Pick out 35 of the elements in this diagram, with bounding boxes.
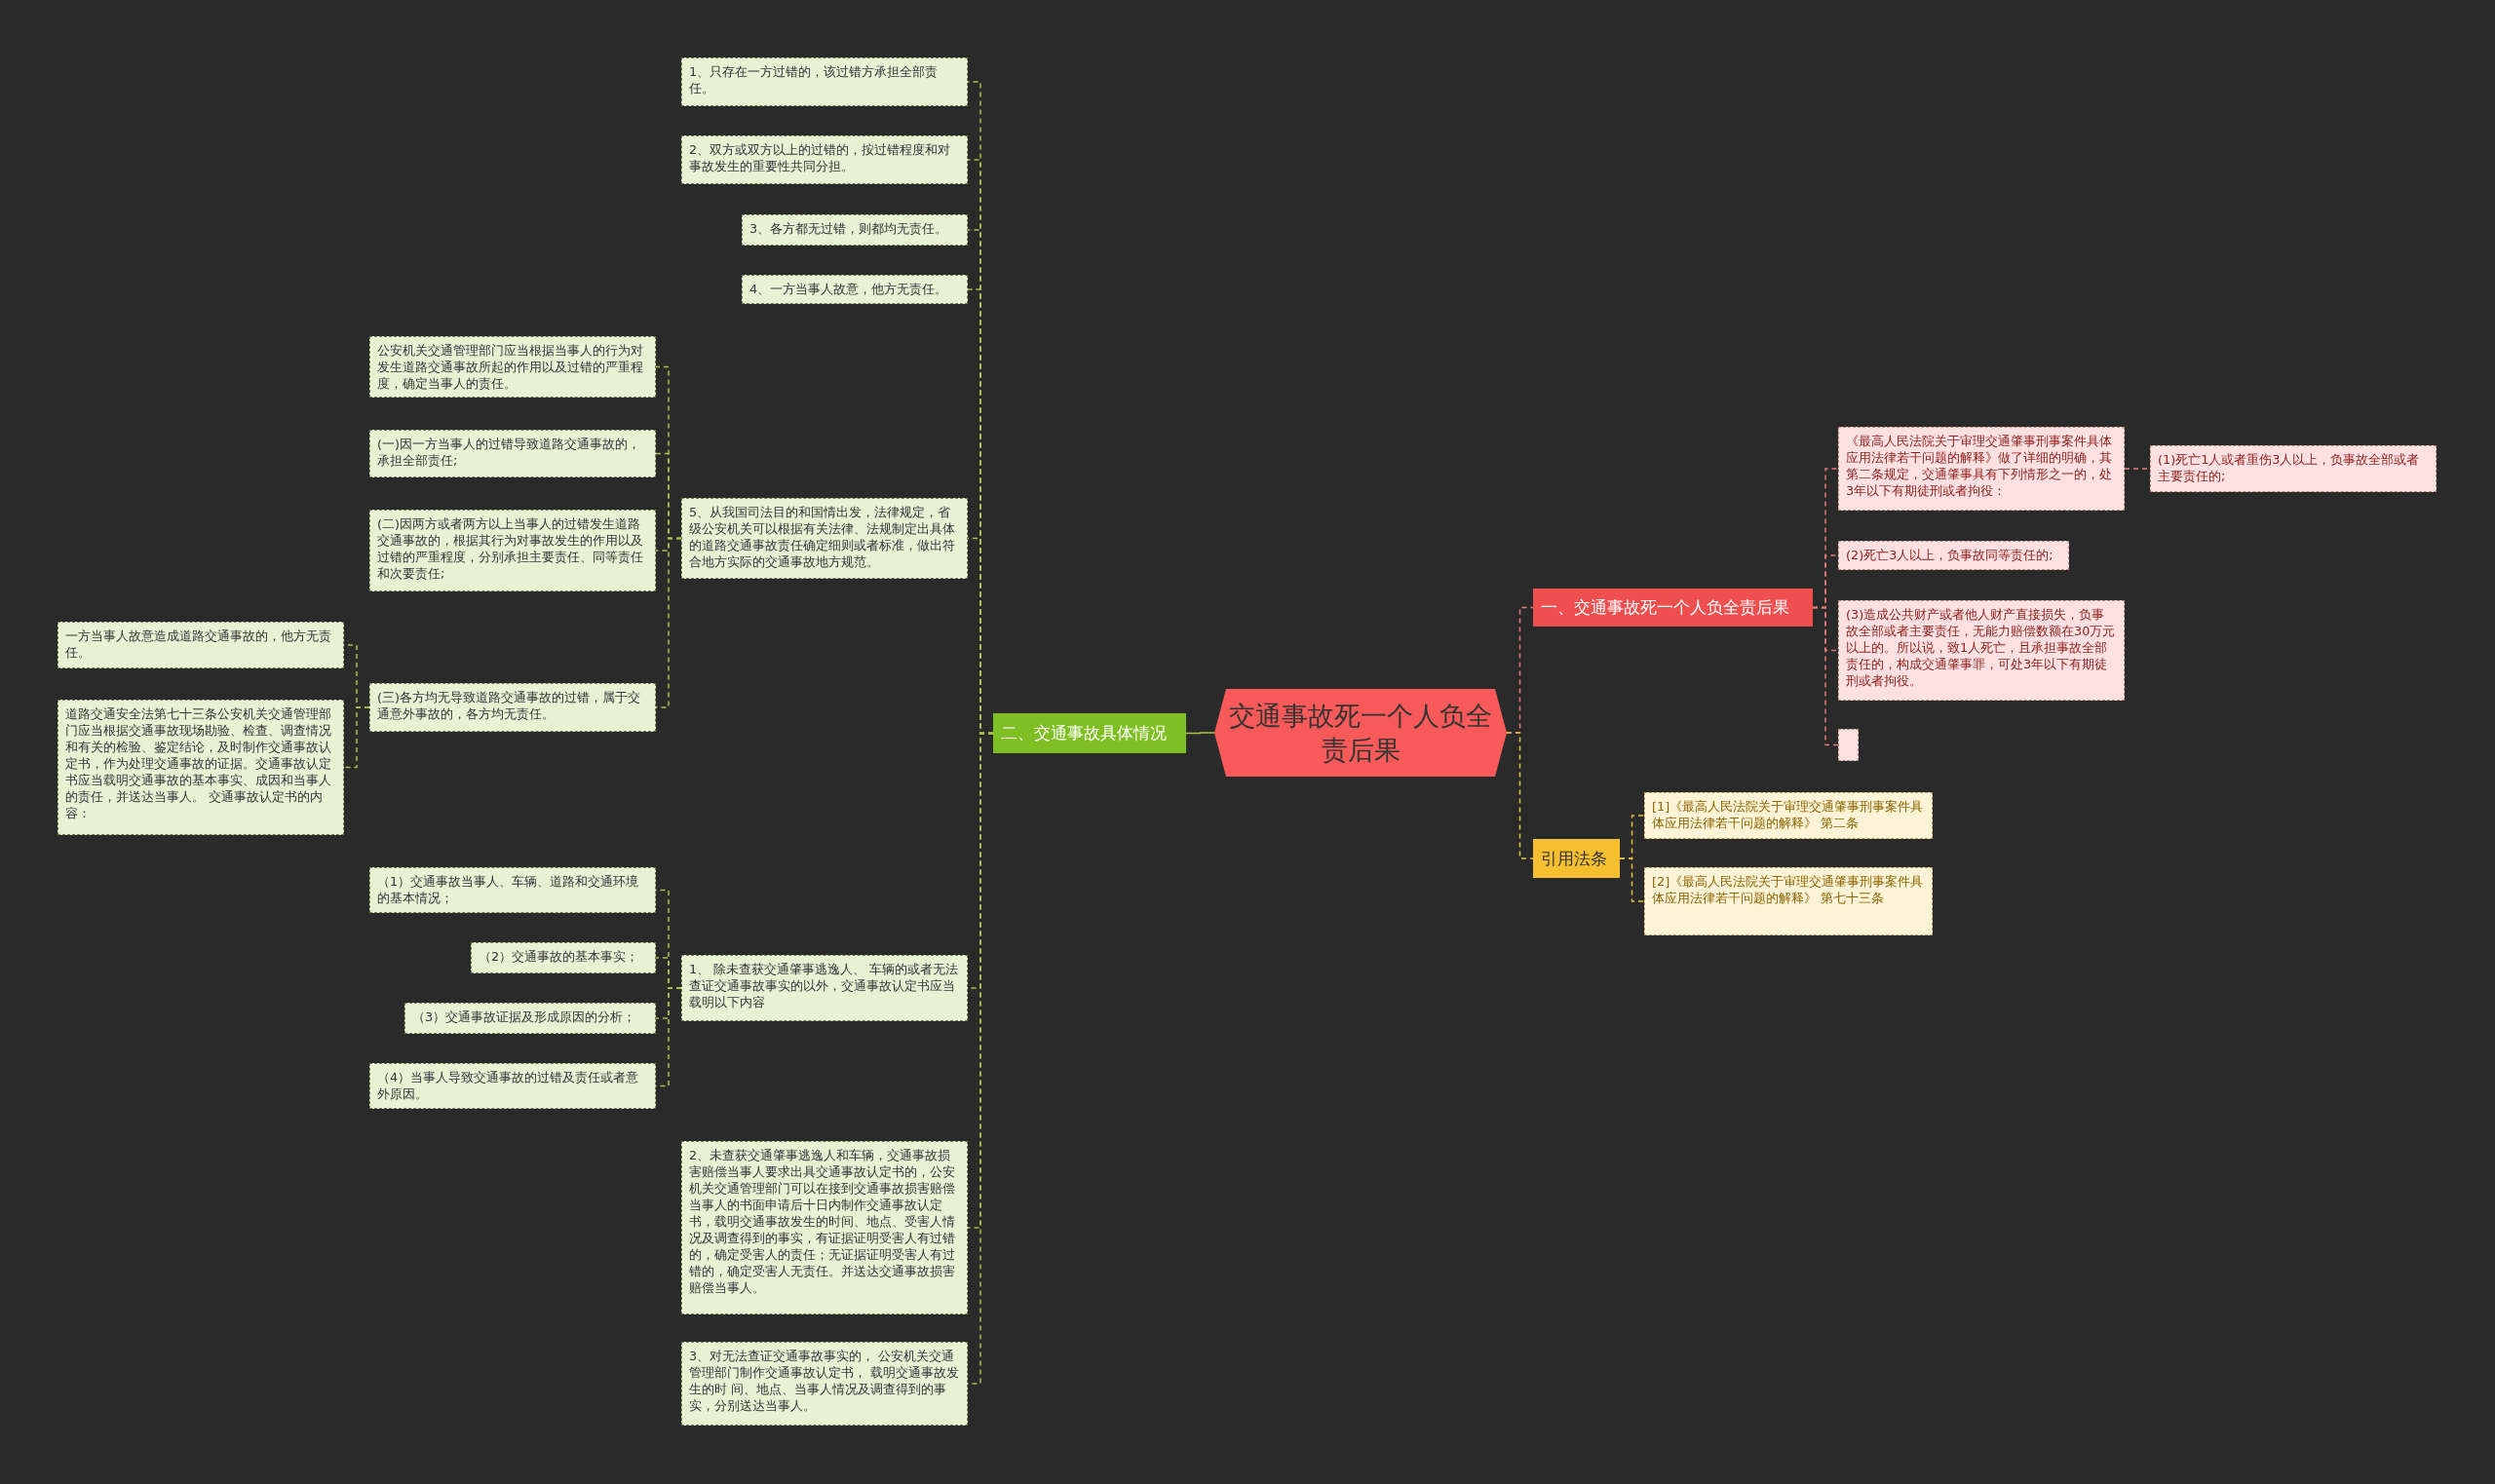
text-card: 道路交通安全法第七十三条公安机关交通管理部门应当根据交通事故现场勘验、检查、调查情况和有关的检验、鉴定结论，及时制作交通事故认定书，作为处理交通事故的证据。交通事故认定书应当载明交通事故的基本事实、成因和当事人的责任，并送达当事人。 交通事故认定书的内容： — [58, 700, 344, 835]
text-card: （2）交通事故的基本事实； — [471, 942, 656, 973]
text-card: （4）当事人导致交通事故的过错及责任或者意外原因。 — [369, 1063, 656, 1109]
text-card: [2]《最高人民法院关于审理交通肇事刑事案件具体应用法律若干问题的解释》 第七十三条 — [1644, 867, 1933, 935]
branch-label: 一、交通事故死一个人负全责后果 — [1533, 589, 1813, 627]
connector-line — [1506, 732, 1534, 859]
text-card: 一方当事人故意造成道路交通事故的，他方无责任。 — [58, 622, 344, 668]
text-card: (三)各方均无导致道路交通事故的过错，属于交通意外事故的，各方均无责任。 — [369, 683, 656, 732]
branch-label: 引用法条 — [1533, 839, 1620, 878]
text-card: 4、一方当事人故意，他方无责任。 — [742, 275, 968, 304]
text-card: （3）交通事故证据及形成原因的分析； — [404, 1003, 656, 1034]
text-card: (3)造成公共财产或者他人财产直接损失，负事故全部或者主要责任，无能力赔偿数额在30万元以上的。所以说，致1人死亡，且承担事故全部责任的，构成交通肇事罪，可处3年以下有期徒刑或者拘役。 — [1838, 600, 2125, 701]
text-card: 1、 除未查获交通肇事逃逸人、 车辆的或者无法查证交通事故事实的以外，交通事故认定书应当载明以下内容 — [681, 955, 968, 1021]
text-card: 5、从我国司法目的和国情出发，法律规定，省级公安机关可以根据有关法律、法规制定出具体的道路交通事故责任确定细则或者标准，做出符合地方实际的交通事故地方规范。 — [681, 498, 968, 579]
text-card: 2、未查获交通肇事逃逸人和车辆，交通事故损害赔偿当事人要求出具交通事故认定书的，公安机关交通管理部门可以在接到交通事故损害赔偿当事人的书面申请后十日内制作交通事故认定书，载明交通事故发生的时间、地点、受害人情况及调查得到的事实，有证据证明受害人有过错的，确定受害人的责任；无证据证明受害人有过错的，确定受害人无责任。并送达交通事故损害赔偿当事人。 — [681, 1141, 968, 1314]
connector-line — [343, 706, 370, 769]
text-card: [1]《最高人民法院关于审理交通肇事刑事案件具体应用法律若干问题的解释》 第二条 — [1644, 792, 1933, 839]
connector-line — [1619, 857, 1645, 902]
text-card: 公安机关交通管理部门应当根据当事人的行为对发生道路交通事故所起的作用以及过错的严重程度，确定当事人的责任。 — [369, 336, 656, 399]
text-card: （1）交通事故当事人、车辆、道路和交通环境的基本情况； — [369, 867, 656, 913]
text-card: 3、各方都无过错，则都均无责任。 — [742, 214, 968, 246]
text-card: 3、对无法查证交通事故事实的， 公安机关交通管理部门制作交通事故认定书， 载明交通事故发生的时 间、地点、当事人情况及调查得到的事实，分别送达当事人。 — [681, 1342, 968, 1426]
text-card: 1、只存在一方过错的，该过错方承担全部责任。 — [681, 57, 968, 106]
text-card: (二)因两方或者两方以上当事人的过错发生道路交通事故的，根据其行为对事故发生的作用以及过错的严重程度，分别承担主要责任、同等责任和次要责任; — [369, 510, 656, 591]
text-card: (一)因一方当事人的过错导致道路交通事故的，承担全部责任; — [369, 430, 656, 477]
text-card: (2)死亡3人以上，负事故同等责任的; — [1838, 541, 2069, 570]
branch-label: 二、交通事故具体情况 — [993, 713, 1186, 753]
text-card: 2、双方或双方以上的过错的，按过错程度和对事故发生的重要性共同分担。 — [681, 135, 968, 184]
empty-card — [1838, 729, 1859, 761]
connector-line — [655, 537, 682, 708]
title-hexagon: 交通事故死一个人负全责后果 — [1214, 689, 1507, 777]
text-card: (1)死亡1人或者重伤3人以上，负事故全部或者主要责任的; — [2150, 445, 2437, 492]
connector-line — [1185, 732, 1215, 735]
text-card: 《最高人民法院关于审理交通肇事刑事案件具体应用法律若干问题的解释》做了详细的明确，其第二条规定，交通肇事具有下列情形之一的，处3年以下有期徒刑或者拘役： — [1838, 427, 2125, 511]
connector-line — [1812, 606, 1839, 746]
